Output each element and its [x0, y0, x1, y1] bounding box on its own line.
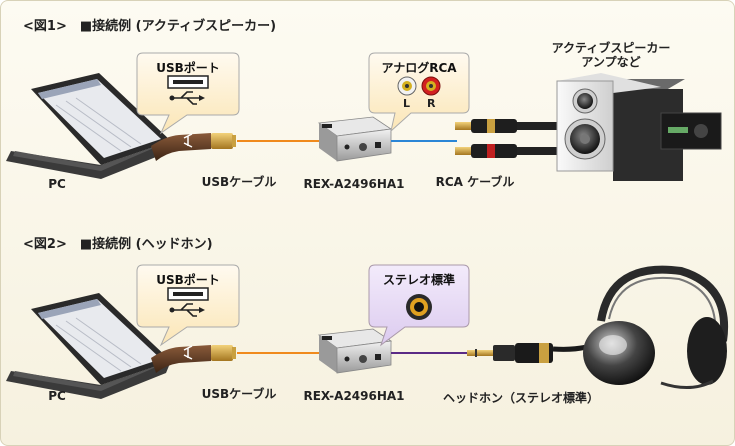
headphones: [583, 265, 729, 389]
analog-rca-label: アナログRCA: [381, 61, 457, 75]
usb-port-label-1: USBポート: [156, 61, 220, 75]
speaker-label-1: アクティブスピーカー: [551, 41, 671, 55]
figure-2-heading: <図2> ■接続例 (ヘッドホン): [23, 237, 213, 252]
usb-cable-label-2: USBケーブル: [201, 387, 277, 401]
active-speakers: [556, 73, 722, 181]
usb-cable-label-1: USBケーブル: [201, 175, 277, 189]
usb-port-bubble-2: [136, 264, 240, 347]
pc-label-1: PC: [48, 177, 66, 191]
rca-cable-label: RCA ケーブル: [435, 175, 515, 189]
usb-plug-2: [151, 345, 236, 373]
rex-device-1: [317, 116, 393, 162]
headphone-label: ヘッドホン（ステレオ標準）: [442, 391, 600, 405]
stereo-jack-bubble: [368, 264, 470, 347]
pc-label-2: PC: [48, 389, 66, 403]
laptop-2: [6, 293, 171, 399]
usb-port-label-2: USBポート: [156, 273, 220, 287]
laptop-1: [6, 73, 171, 179]
device-label-2: REX-A2496HA1: [303, 389, 405, 403]
figure-1-heading: <図1> ■接続例 (アクティブスピーカー): [23, 19, 277, 34]
rca-plugs: [455, 119, 561, 158]
rex-device-2: [317, 328, 393, 374]
analog-right-label: R: [427, 97, 436, 110]
device-label-1: REX-A2496HA1: [303, 177, 405, 191]
stereo-phone-plug: [467, 338, 603, 363]
analog-rca-bubble-1: [368, 52, 470, 133]
usb-plug-1: [151, 133, 236, 161]
speaker-label-2: アンプなど: [581, 55, 641, 69]
usb-port-bubble-1: [136, 52, 240, 135]
analog-left-label: L: [403, 97, 411, 110]
stereo-jack-label: ステレオ標準: [382, 273, 456, 287]
